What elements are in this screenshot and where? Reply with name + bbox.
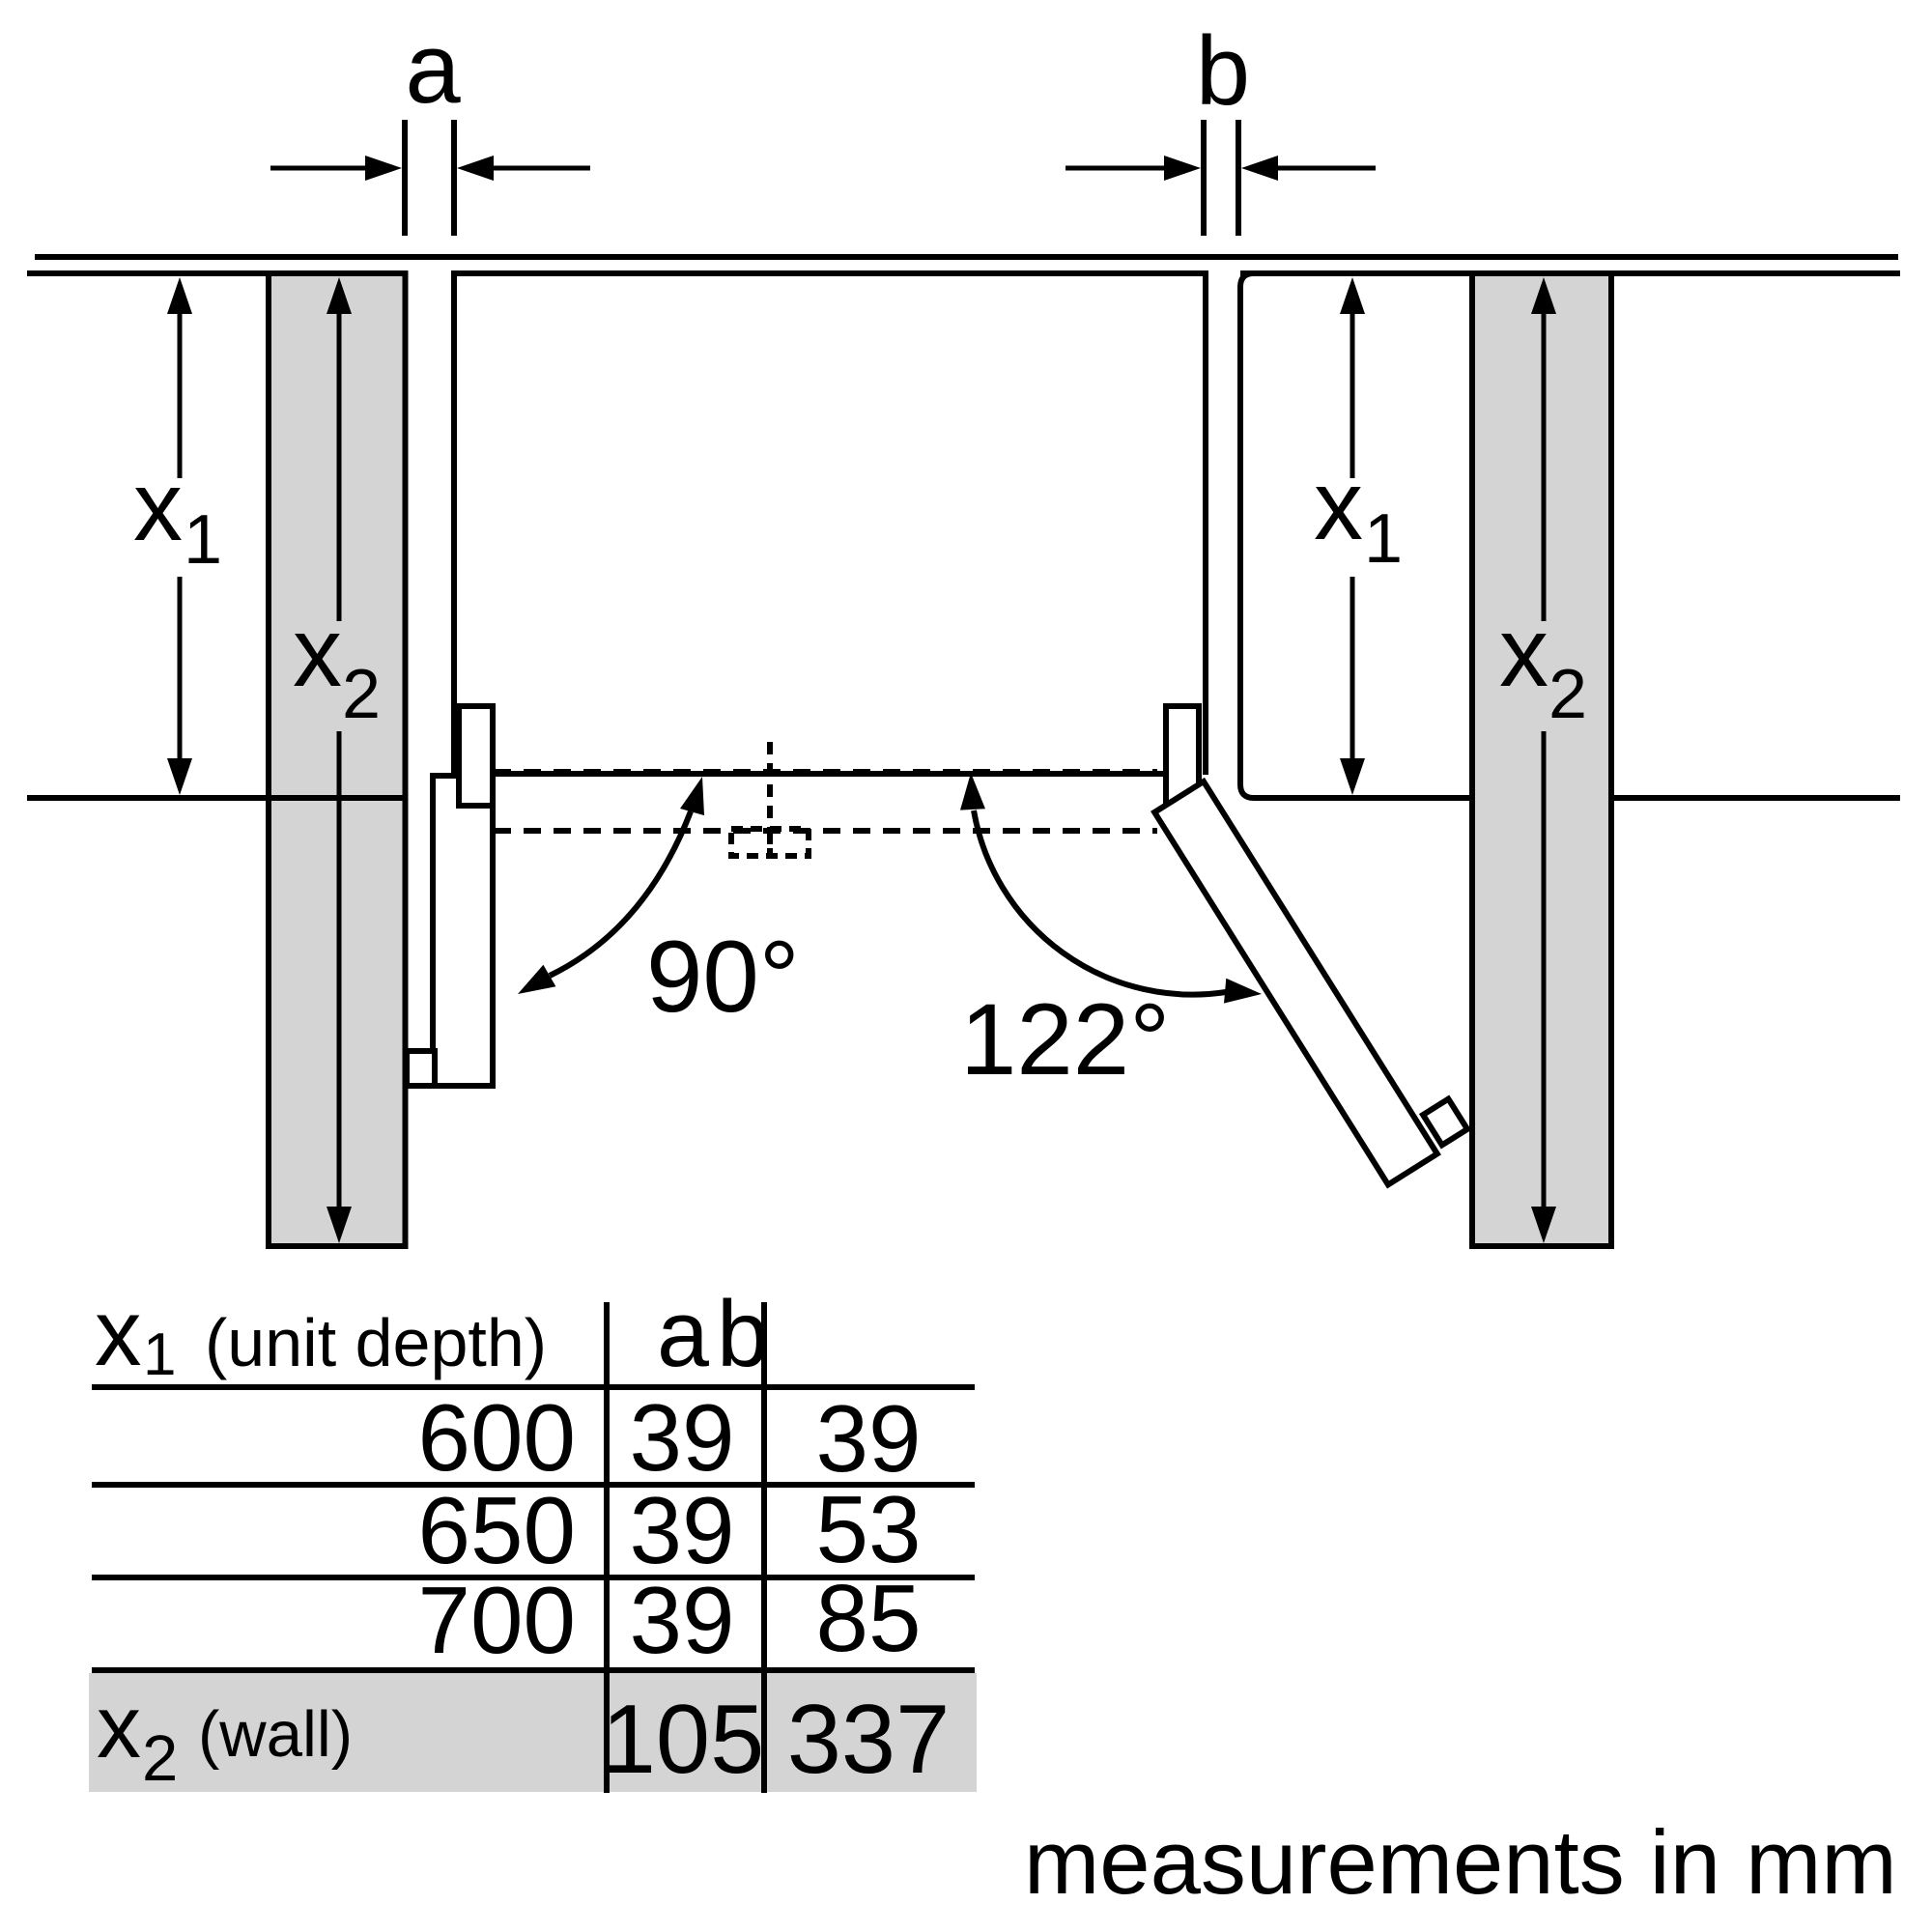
svg-text:x: x	[97, 1678, 141, 1776]
svg-text:x: x	[95, 1280, 142, 1385]
svg-text:b: b	[1196, 17, 1250, 126]
svg-text:337: 337	[787, 1686, 951, 1794]
svg-text:a: a	[657, 1281, 709, 1386]
svg-text:(unit depth): (unit depth)	[205, 1305, 547, 1380]
svg-text:2: 2	[342, 656, 381, 733]
svg-text:2: 2	[1548, 656, 1587, 733]
svg-text:39: 39	[629, 1477, 734, 1583]
svg-text:2: 2	[142, 1722, 178, 1795]
svg-text:x: x	[133, 451, 183, 561]
svg-text:1: 1	[1364, 500, 1403, 578]
svg-text:650: 650	[417, 1477, 576, 1583]
svg-text:a: a	[405, 13, 461, 124]
svg-text:1: 1	[143, 1321, 176, 1388]
svg-text:39: 39	[629, 1567, 734, 1673]
svg-text:1: 1	[184, 501, 222, 579]
svg-text:105: 105	[602, 1686, 765, 1794]
svg-text:x: x	[293, 597, 342, 707]
svg-text:700: 700	[417, 1567, 576, 1673]
svg-text:85: 85	[815, 1565, 921, 1671]
svg-text:x: x	[1314, 450, 1363, 560]
svg-text:600: 600	[417, 1384, 576, 1491]
svg-text:39: 39	[629, 1384, 734, 1491]
svg-text:53: 53	[815, 1476, 921, 1582]
svg-text:122°: 122°	[960, 983, 1170, 1096]
svg-text:90°: 90°	[646, 921, 800, 1034]
svg-text:39: 39	[815, 1385, 921, 1492]
svg-text:b: b	[717, 1281, 769, 1386]
svg-text:(wall): (wall)	[198, 1698, 353, 1771]
svg-text:measurements in mm: measurements in mm	[1024, 1811, 1897, 1913]
svg-text:x: x	[1499, 597, 1548, 707]
